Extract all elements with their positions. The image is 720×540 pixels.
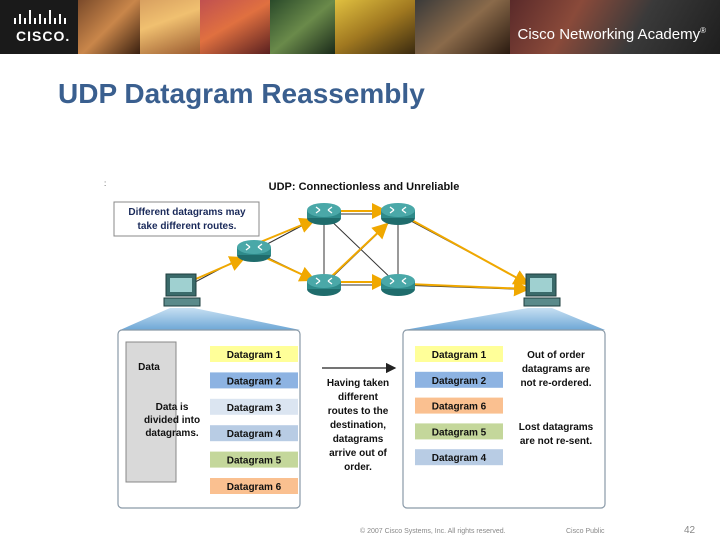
diagram-heading: UDP: Connectionless and Unreliable bbox=[269, 181, 460, 193]
divided-text-line3: datagrams. bbox=[145, 428, 199, 439]
source-datagram-list: Datagram 1 Datagram 2 Datagram 3 Datagram 4… bbox=[210, 346, 298, 494]
router-icon bbox=[237, 240, 271, 262]
source-datagram-label: Datagram 2 bbox=[227, 376, 282, 387]
router-icon bbox=[307, 274, 341, 296]
source-datagram-box bbox=[210, 398, 298, 415]
source-datagram-box bbox=[210, 451, 298, 468]
source-datagram-label: Datagram 1 bbox=[227, 350, 282, 361]
classification: Cisco Public bbox=[566, 528, 605, 535]
page-title: UDP Datagram Reassembly bbox=[58, 78, 425, 109]
middle-explanation-line: different bbox=[338, 392, 379, 403]
divided-text-line2: divided into bbox=[144, 415, 200, 426]
destination-datagram-list: Datagram 1 Datagram 2 Datagram 6 Datagram 5… bbox=[415, 346, 503, 466]
source-datagram-box bbox=[210, 346, 298, 362]
source-datagram-box bbox=[210, 372, 298, 389]
copyright: © 2007 Cisco Systems, Inc. All rights re… bbox=[360, 528, 506, 535]
middle-explanation-line: order. bbox=[344, 462, 372, 473]
trademark-symbol: ® bbox=[700, 26, 706, 35]
source-datagram-box bbox=[210, 478, 298, 494]
source-datagram-label: Datagram 4 bbox=[227, 429, 282, 440]
middle-explanation-line: routes to the bbox=[328, 406, 389, 417]
lost-datagrams-note: Lost datagrams are not re-sent. bbox=[519, 422, 594, 447]
received-datagram-label: Datagram 1 bbox=[432, 350, 487, 361]
cisco-wordmark: CISCO. bbox=[16, 28, 71, 44]
middle-explanation-line: destination, bbox=[330, 420, 386, 431]
received-datagram-label: Datagram 5 bbox=[432, 427, 487, 438]
received-datagram-box bbox=[415, 346, 503, 362]
banner-photo-1 bbox=[78, 0, 140, 54]
source-datagram-box bbox=[210, 425, 298, 442]
academy-name: Cisco Networking Academy bbox=[517, 26, 701, 43]
original-data-block bbox=[125, 341, 177, 483]
received-datagram-box bbox=[415, 371, 503, 388]
callout-text-line2: take different routes. bbox=[138, 221, 237, 232]
lost-datagrams-note-line: are not re-sent. bbox=[520, 436, 592, 447]
received-datagram-label: Datagram 6 bbox=[432, 402, 487, 413]
source-datagram-label: Datagram 5 bbox=[227, 456, 282, 467]
stray-mark: : bbox=[104, 179, 106, 188]
banner-photo-7 bbox=[510, 0, 720, 54]
destination-computer-icon bbox=[523, 273, 561, 307]
middle-explanation: Having taken different routes to the destin… bbox=[327, 378, 389, 473]
callout-box bbox=[113, 201, 260, 237]
middle-explanation-line: arrive out of bbox=[329, 448, 387, 459]
received-datagram-label: Datagram 4 bbox=[432, 453, 487, 464]
out-of-order-note-line: datagrams are bbox=[522, 364, 591, 375]
banner-photo-6 bbox=[415, 0, 510, 54]
out-of-order-note-line: Out of order bbox=[527, 350, 585, 361]
middle-explanation-line: datagrams bbox=[333, 434, 384, 445]
header-banner: CISCO. Cisco Networking Academy® bbox=[0, 0, 720, 54]
router-icon bbox=[381, 203, 415, 225]
cisco-bridge-icon bbox=[14, 10, 66, 24]
received-datagram-label: Datagram 2 bbox=[432, 376, 487, 387]
data-label: Data bbox=[138, 362, 160, 373]
received-datagram-box bbox=[415, 449, 503, 466]
banner-photo-2 bbox=[140, 0, 200, 54]
received-datagram-box bbox=[415, 397, 503, 414]
router-icon bbox=[307, 203, 341, 225]
destination-zoom-fan bbox=[404, 308, 605, 330]
middle-explanation-line: Having taken bbox=[327, 378, 389, 389]
source-computer-icon bbox=[163, 273, 201, 307]
route-arrows bbox=[181, 203, 530, 297]
source-datagram-label: Datagram 3 bbox=[227, 403, 282, 414]
source-datagram-label: Datagram 6 bbox=[227, 482, 282, 493]
cisco-logo: CISCO. bbox=[10, 8, 72, 48]
banner-photo-5 bbox=[335, 0, 415, 54]
banner-photo-4 bbox=[270, 0, 335, 54]
banner-photo-3 bbox=[200, 0, 270, 54]
received-datagram-box bbox=[415, 423, 503, 440]
out-of-order-note-line: not re-ordered. bbox=[520, 378, 591, 389]
academy-title: Cisco Networking Academy® bbox=[518, 26, 706, 43]
out-of-order-note: Out of order datagrams are not re-ordered. bbox=[520, 350, 591, 389]
page-number: 42 bbox=[684, 525, 696, 536]
callout-text-line1: Different datagrams may bbox=[128, 207, 246, 218]
lost-datagrams-note-line: Lost datagrams bbox=[519, 422, 594, 433]
source-zoom-fan bbox=[120, 308, 300, 330]
divided-text-line1: Data is bbox=[156, 402, 189, 413]
router-icon bbox=[381, 274, 415, 296]
